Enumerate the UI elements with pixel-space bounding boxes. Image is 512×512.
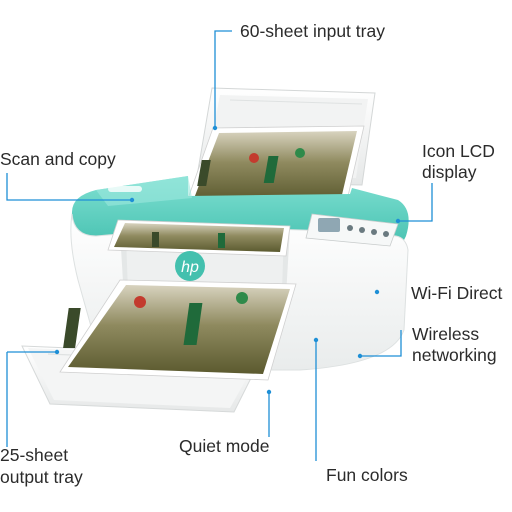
callout-line-scan-copy xyxy=(6,173,132,201)
output-tray-photo xyxy=(59,279,297,381)
input-tray-photo xyxy=(184,125,365,208)
label-output-line1: 25-sheet xyxy=(0,445,69,465)
label-output-line2: output tray xyxy=(0,467,83,487)
label-scan-copy: Scan and copy xyxy=(0,149,116,169)
callout-dots xyxy=(54,125,401,395)
callout-dot-scan-copy xyxy=(129,197,135,203)
printed-sheet-top xyxy=(107,219,291,257)
hp-logo-text: hp xyxy=(181,259,199,276)
label-lcd-line2: display xyxy=(422,162,477,182)
callout-dot-input-tray xyxy=(212,125,218,131)
hp-logo-icon: hp xyxy=(175,251,205,281)
callout-dot-wireless xyxy=(357,353,363,359)
callout-dot-lcd xyxy=(395,218,401,224)
label-lcd-line1: Icon LCD xyxy=(422,141,495,161)
callout-dot-quiet-mode xyxy=(266,389,272,395)
label-input-tray: 60-sheet input tray xyxy=(240,21,385,41)
control-panel xyxy=(305,213,399,247)
label-wireless-line2: networking xyxy=(412,345,497,365)
callout-dot-wifi-direct xyxy=(374,289,380,295)
label-wireless-line1: Wireless xyxy=(412,324,480,344)
callout-dot-output-tray xyxy=(54,349,60,355)
callout-line-input-tray xyxy=(214,30,232,128)
callout-lines xyxy=(6,30,433,461)
callout-dot-fun-colors xyxy=(313,337,319,343)
callout-line-lcd xyxy=(398,183,433,222)
label-fun-colors: Fun colors xyxy=(326,465,408,485)
callout-line-wireless xyxy=(360,330,402,357)
label-wifi-direct: Wi-Fi Direct xyxy=(411,283,503,303)
label-quiet-mode: Quiet mode xyxy=(179,436,270,456)
